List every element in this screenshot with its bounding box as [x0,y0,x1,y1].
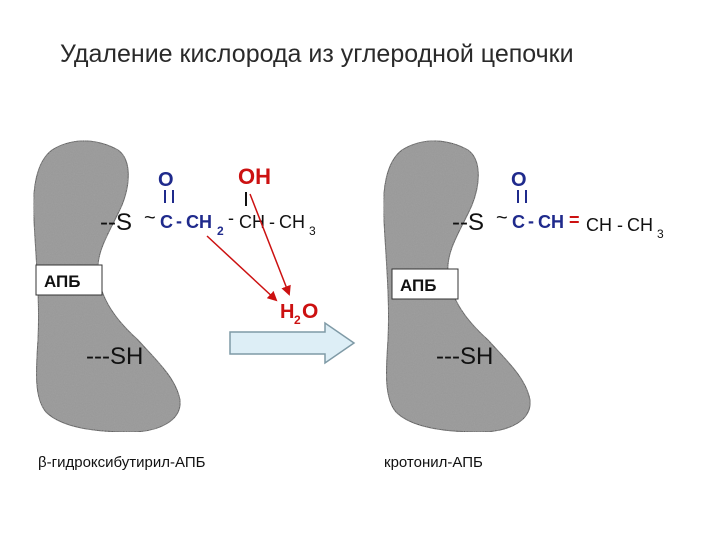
enzyme-label-box-right [391,268,459,300]
right-double-bond: = [569,210,580,230]
right-caption: кротонил-АПБ [384,454,483,471]
right-thioester-sulfur: --S [452,209,484,236]
right-carbonyl-carbon: C [512,212,525,232]
page-title: Удаление кислорода из углеродной цепочки [60,40,574,68]
left-carbonyl-oxygen: O [158,169,174,191]
right-ch3-subscript: 3 [657,227,664,241]
left-bond-2: - [228,208,234,228]
right-thioester-tilde: ~ [496,207,508,229]
left-free-thiol: ---SH [86,343,143,370]
right-free-thiol: ---SH [436,343,493,370]
enzyme-label-box-left [35,264,103,296]
enzyme-label-right: АПБ [400,276,437,295]
enzyme-label-left: АПБ [44,272,81,291]
left-ch3-subscript: 3 [309,224,316,238]
right-ch3-group: CH [627,215,653,235]
hydrogen-to-water-arrow [206,235,278,302]
hydroxyl-to-water-arrow [249,193,291,296]
left-bond-1: - [176,211,182,231]
left-carbonyl-carbon: C [160,212,173,232]
enzyme-blob-right [383,140,531,433]
left-ch2-group: CH [186,212,212,232]
left-hydroxyl-group: OH [238,164,271,189]
reaction-arrow [229,321,356,365]
left-ch3-group: CH [279,212,305,232]
right-ch-group-a: CH [538,212,564,232]
right-bond-2: - [617,215,623,235]
right-carbonyl-oxygen: O [511,169,527,191]
right-bond-1: - [528,211,534,231]
water-hydrogen: H [280,301,294,323]
left-thioester-sulfur: --S [100,209,132,236]
water-subscript: 2 [294,313,301,327]
right-ch-group-b: CH [586,215,612,235]
left-bond-3: - [269,212,275,232]
left-thioester-tilde: ~ [144,207,156,229]
left-caption: β-гидроксибутирил-АПБ [38,454,206,471]
water-oxygen: O [302,300,318,323]
left-ch2-subscript: 2 [217,224,224,238]
